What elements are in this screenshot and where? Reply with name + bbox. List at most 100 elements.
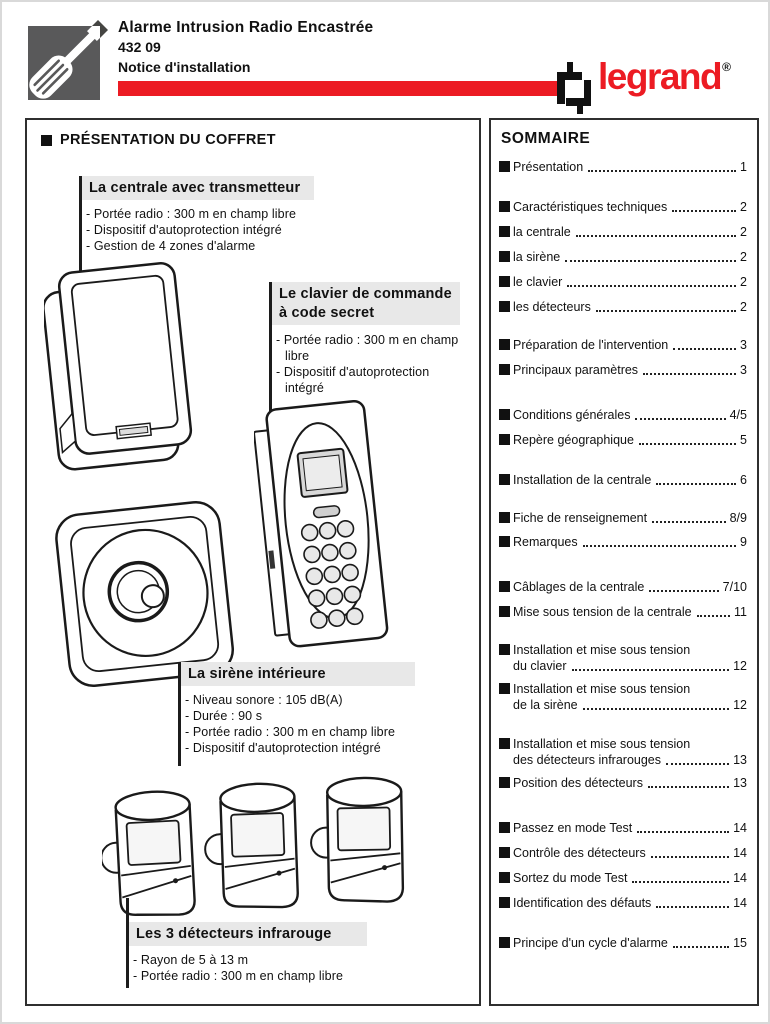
section-bullets-detecteurs: - Rayon de 5 à 13 m - Portée radio : 300… — [133, 953, 344, 983]
dot-leader — [632, 881, 730, 883]
legrand-mark-icon — [557, 62, 591, 114]
toc-item: Installation et mise sous tension du cla… — [499, 643, 747, 673]
dot-leader — [637, 831, 730, 833]
sommaire-heading: SOMMAIRE — [501, 130, 591, 147]
dot-leader — [565, 260, 737, 262]
dot-leader — [638, 443, 737, 445]
dot-leader — [567, 285, 737, 287]
square-bullet-icon — [499, 937, 510, 948]
square-bullet-icon — [499, 409, 510, 420]
section-bullets-clavier: - Portée radio : 300 m en champ libre - … — [276, 333, 459, 395]
dot-leader — [656, 483, 737, 485]
square-bullet-icon — [499, 777, 510, 788]
dot-leader — [575, 235, 737, 237]
detector-illustration — [102, 770, 414, 924]
section-title-sirene: La sirène intérieure — [181, 662, 415, 686]
toc-item: Installation et mise sous tension des dé… — [499, 737, 747, 767]
dot-leader — [696, 615, 731, 617]
dot-leader — [649, 590, 719, 592]
square-bullet-icon — [499, 434, 510, 445]
document-title: Alarme Intrusion Radio Encastrée — [118, 19, 374, 36]
dot-leader — [582, 545, 737, 547]
square-bullet-icon — [499, 251, 510, 262]
dot-leader — [672, 210, 737, 212]
section-title-clavier: Le clavier de commande à code secret — [272, 282, 460, 325]
dot-leader — [673, 348, 737, 350]
section-title-detecteurs: Les 3 détecteurs infrarouge — [129, 922, 367, 946]
square-bullet-icon — [499, 822, 510, 833]
dot-leader — [666, 763, 730, 765]
square-bullet-icon — [499, 301, 510, 312]
keypad-illustration — [254, 395, 394, 657]
square-bullet-icon — [499, 512, 510, 523]
square-bullet-icon — [41, 134, 52, 146]
square-bullet-icon — [499, 606, 510, 617]
section-bullets-sirene: - Niveau sonore : 105 dB(A) - Durée : 90… — [185, 693, 396, 755]
document-title-block: Alarme Intrusion Radio Encastrée 432 09 … — [118, 18, 373, 76]
central-unit-illustration — [44, 260, 196, 478]
square-bullet-icon — [499, 738, 510, 749]
dot-leader — [643, 373, 737, 375]
square-bullet-icon — [499, 536, 510, 547]
toc-item: Installation et mise sous tension de la … — [499, 682, 747, 712]
dot-leader — [647, 786, 730, 788]
red-divider-bar — [118, 81, 560, 96]
dot-leader — [652, 521, 726, 523]
presentation-panel: PRÉSENTATION DU COFFRET La centrale avec… — [25, 118, 481, 1006]
square-bullet-icon — [499, 364, 510, 375]
square-bullet-icon — [499, 276, 510, 287]
screwdriver-icon — [28, 12, 112, 104]
section-connector-line — [178, 662, 181, 766]
section-connector-line — [126, 898, 129, 988]
dot-leader — [595, 310, 737, 312]
square-bullet-icon — [499, 474, 510, 485]
square-bullet-icon — [499, 201, 510, 212]
dot-leader — [588, 170, 737, 172]
square-bullet-icon — [499, 581, 510, 592]
dot-leader — [571, 669, 730, 671]
dot-leader — [650, 856, 730, 858]
square-bullet-icon — [499, 683, 510, 694]
dot-leader — [582, 708, 730, 710]
section-title-centrale: La centrale avec transmetteur — [82, 176, 314, 200]
legrand-logo: legrand ® — [553, 58, 731, 114]
presentation-heading-label: PRÉSENTATION DU COFFRET — [60, 132, 276, 148]
square-bullet-icon — [499, 872, 510, 883]
dot-leader — [672, 946, 730, 948]
square-bullet-icon — [499, 897, 510, 908]
presentation-heading: PRÉSENTATION DU COFFRET — [41, 132, 276, 148]
section-connector-line — [269, 282, 272, 422]
document-subtitle: Notice d'installation — [118, 58, 251, 75]
square-bullet-icon — [499, 339, 510, 350]
document-reference: 432 09 — [118, 39, 161, 56]
square-bullet-icon — [499, 644, 510, 655]
siren-illustration — [47, 492, 243, 704]
square-bullet-icon — [499, 161, 510, 172]
section-connector-line — [79, 176, 82, 282]
square-bullet-icon — [499, 226, 510, 237]
registered-trademark: ® — [722, 60, 731, 74]
